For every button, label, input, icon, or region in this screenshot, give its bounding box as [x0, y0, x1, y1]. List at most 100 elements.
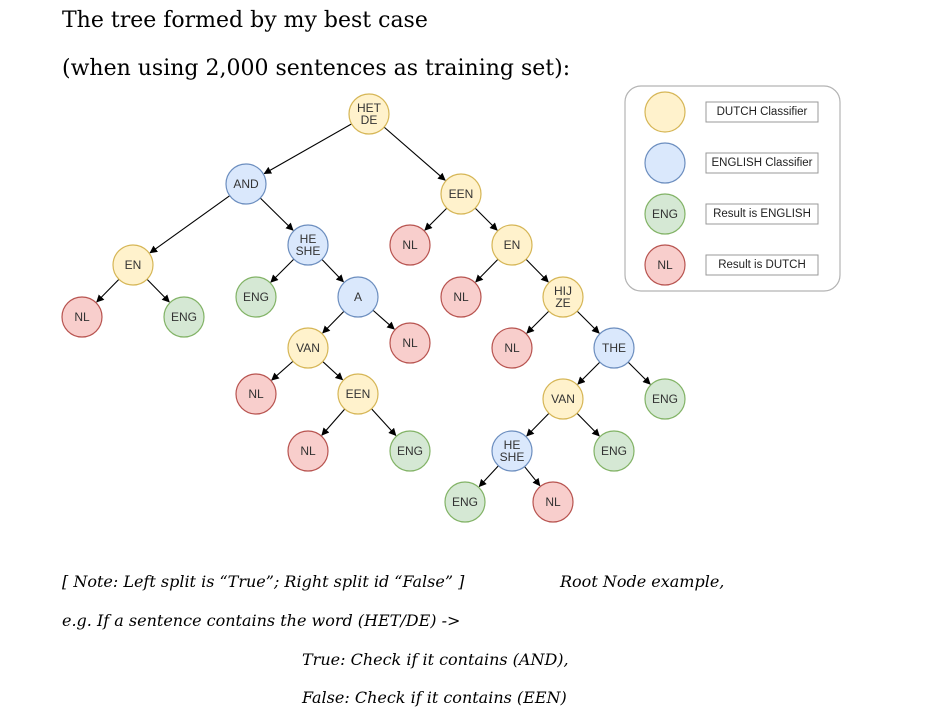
legend-label-box-eng: [705, 203, 819, 225]
tree-node-n8-circle: [163, 296, 205, 338]
tree-node-n13-circle: [287, 327, 329, 369]
tree-node-n7-label: NL: [74, 310, 90, 324]
tree-node-n18-circle: [337, 373, 379, 415]
tree-node-n22-circle: [389, 430, 431, 472]
tree-node-n21-circle: [287, 430, 329, 472]
tree-node-n26-label: NL: [545, 495, 561, 509]
edge-n6-n11: [475, 258, 499, 283]
tree-node-n25-label: ENG: [601, 444, 627, 458]
legend-swatch-eng-label: ENG: [652, 207, 678, 221]
tree-node-n16-circle: [593, 327, 635, 369]
tree-node-n6: EN: [491, 224, 533, 266]
tree-node-n5-circle: [389, 224, 431, 266]
tree-node-n9-circle: [235, 276, 277, 318]
tree-node-n17-circle: [235, 373, 277, 415]
tree-node-n4-circle: [287, 224, 329, 266]
legend-label-english: ENGLISH Classifier: [712, 157, 813, 169]
tree-node-n16-label: THE: [602, 341, 626, 355]
tree-node-n5-label: NL: [402, 238, 418, 252]
tree-node-n4-label: HE: [300, 232, 317, 246]
tree-node-n7: NL: [61, 296, 103, 338]
legend-swatch-english-circle: [644, 142, 686, 184]
edge-n18-n22: [371, 408, 397, 437]
edge-n3-n7: [96, 278, 120, 303]
tree-node-n9-label: ENG: [243, 290, 269, 304]
tree-node-n6-label: EN: [504, 238, 521, 252]
tree-node-n10: A: [337, 276, 379, 318]
tree-node-n13: VAN: [287, 327, 329, 369]
tree-node-n5: NL: [389, 224, 431, 266]
edge-n12-n16: [576, 310, 600, 334]
edge-n23-n24: [478, 465, 499, 488]
note-root-example: Root Node example,: [560, 572, 725, 591]
edge-n10-n14: [372, 309, 395, 330]
tree-node-n20-circle: [644, 378, 686, 420]
tree-node-n18-label: EEN: [346, 387, 371, 401]
tree-edges: [96, 123, 651, 488]
tree-node-n19-circle: [542, 378, 584, 420]
edge-n19-n23: [526, 412, 550, 437]
tree-node-n25-circle: [593, 430, 635, 472]
edge-n13-n17: [271, 360, 294, 381]
legend-swatch-eng-circle: [644, 193, 686, 235]
legend-swatch-eng: ENG: [644, 193, 686, 235]
tree-node-n10-label: A: [354, 290, 362, 304]
tree-node-n11: NL: [440, 276, 482, 318]
legend-label-box-nl: [705, 254, 819, 276]
tree-node-n11-label: NL: [453, 290, 469, 304]
tree-node-n6-circle: [491, 224, 533, 266]
tree-node-n8: ENG: [163, 296, 205, 338]
edge-n1-n3: [149, 195, 231, 254]
tree-node-n14: NL: [389, 322, 431, 364]
tree-node-n24: ENG: [444, 481, 486, 523]
tree-node-n14-circle: [389, 322, 431, 364]
tree-node-n10-circle: [337, 276, 379, 318]
legend-swatch-nl-label: NL: [657, 258, 673, 272]
tree-node-n26: NL: [532, 481, 574, 523]
tree-node-n1-circle: [225, 163, 267, 205]
tree-node-n26-circle: [532, 481, 574, 523]
tree-node-n23-label: HE: [504, 438, 521, 452]
legend-box: [624, 85, 841, 292]
tree-node-n22: ENG: [389, 430, 431, 472]
tree-node-n25: ENG: [593, 430, 635, 472]
legend-label-dutch: DUTCH Classifier: [717, 106, 808, 118]
edge-n19-n25: [576, 412, 600, 437]
tree-node-n15: NL: [491, 327, 533, 369]
edge-n2-n5: [424, 207, 448, 231]
tree-node-n21: NL: [287, 430, 329, 472]
title-line-1: The tree formed by my best case: [62, 8, 428, 33]
note-false-branch: False: Check if it contains (EEN): [302, 688, 567, 707]
edge-n16-n20: [627, 361, 651, 385]
tree-node-n0-label: HET: [357, 101, 382, 115]
tree-node-n0-label: DE: [361, 113, 378, 127]
tree-node-n11-circle: [440, 276, 482, 318]
legend-label-box-dutch: [705, 101, 819, 123]
edge-n4-n9: [270, 258, 295, 283]
tree-node-n1-label: AND: [233, 177, 259, 191]
edge-n23-n26: [524, 466, 541, 487]
tree-node-n15-label: NL: [504, 341, 520, 355]
legend-swatch-english: [644, 142, 686, 184]
edge-n18-n21: [321, 408, 346, 436]
edge-n4-n10: [321, 259, 344, 283]
tree-node-n8-label: ENG: [171, 310, 197, 324]
tree-node-n19: VAN: [542, 378, 584, 420]
edge-n1-n4: [259, 197, 294, 231]
tree-node-n2-label: EEN: [449, 187, 474, 201]
title-line-2: (when using 2,000 sentences as training …: [62, 56, 571, 81]
note-split-rule: [ Note: Left split is “True”; Right spli…: [62, 572, 465, 591]
tree-node-n23-circle: [491, 430, 533, 472]
tree-node-n9: ENG: [235, 276, 277, 318]
legend-swatch-dutch: [644, 91, 686, 133]
tree-node-n15-circle: [491, 327, 533, 369]
legend-label-eng: Result is ENGLISH: [713, 208, 811, 220]
edge-n12-n15: [526, 310, 550, 334]
edge-n2-n6: [474, 207, 498, 231]
tree-node-n23-label: SHE: [500, 450, 525, 464]
